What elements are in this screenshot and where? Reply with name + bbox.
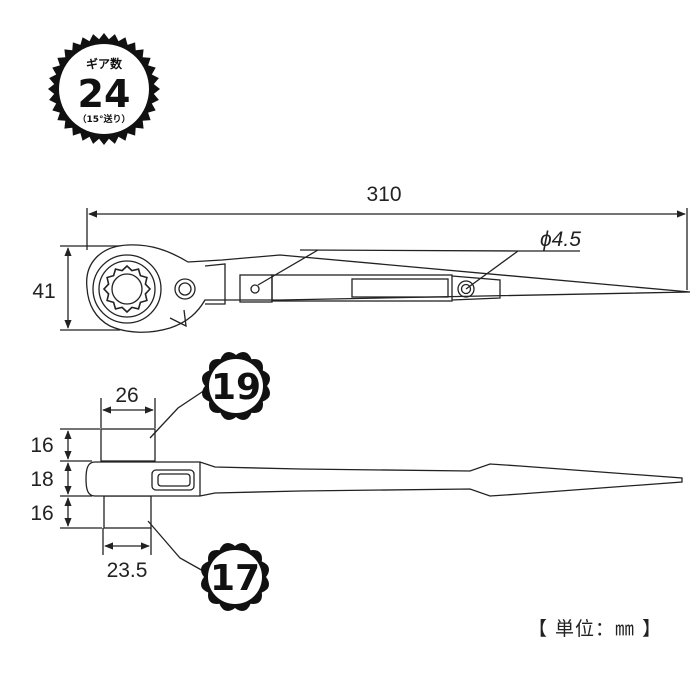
handle-neck	[204, 263, 226, 305]
twelve-point-bore	[102, 264, 152, 314]
leader-lower-socket	[147, 520, 206, 573]
handle-grip-inset	[351, 278, 449, 298]
socket-lower-face	[208, 550, 262, 604]
socket-size-upper: 19	[211, 367, 261, 408]
handle-hole-2-inner	[460, 283, 472, 295]
gear-badge-inner	[59, 44, 149, 134]
hole-1-leader	[257, 249, 319, 286]
dim-upper-socket-height: 16	[30, 434, 53, 457]
handle-hole-2-outer	[457, 280, 475, 298]
head-inner-ring	[98, 260, 156, 318]
gear-count-number: 24	[78, 72, 131, 116]
handle-hole-1	[250, 284, 260, 294]
wrench-body-side	[85, 461, 683, 497]
gear-count-label: ギア数	[86, 56, 123, 71]
side-view	[60, 389, 683, 573]
direction-switch-outer	[174, 278, 196, 300]
dim-total-length: 310	[366, 183, 401, 206]
dim-hole-diameter: ϕ4.5	[540, 228, 581, 251]
head-outer-ring	[92, 254, 162, 324]
handle-taper-plate	[451, 275, 501, 301]
switch-slot	[151, 469, 195, 491]
direction-switch-inner	[178, 282, 192, 296]
gear-count-badge: ギア数 24 （15°送り）	[48, 33, 160, 145]
socket-upper-face	[209, 359, 263, 413]
handle-panel-2	[271, 274, 453, 302]
top-view	[60, 208, 691, 333]
gear-feed-angle: （15°送り）	[77, 113, 130, 125]
lower-socket-boss	[103, 495, 152, 529]
leader-upper-socket	[149, 389, 206, 439]
dim-socket-width-top: 26	[115, 384, 138, 407]
socket-size-lower-badge: 17	[201, 543, 269, 611]
pawl-lever	[169, 309, 187, 328]
unit-label: 【 単位：㎜ 】	[528, 618, 663, 640]
bore-inner-circle	[111, 273, 143, 305]
upper-socket-boss	[100, 428, 156, 462]
dim-handle-thickness: 18	[30, 468, 53, 491]
switch-slot-inner	[157, 473, 191, 487]
socket-size-lower: 17	[210, 558, 260, 599]
wrench-body-top	[86, 244, 691, 333]
dim-head-height: 41	[32, 280, 55, 303]
dim-socket-width-bottom: 23.5	[107, 559, 148, 582]
hole-leader-line	[465, 250, 519, 290]
dim-lower-socket-height: 16	[30, 502, 53, 525]
socket-size-upper-badge: 19	[202, 352, 270, 420]
hole-1-leader-shelf	[299, 249, 519, 252]
